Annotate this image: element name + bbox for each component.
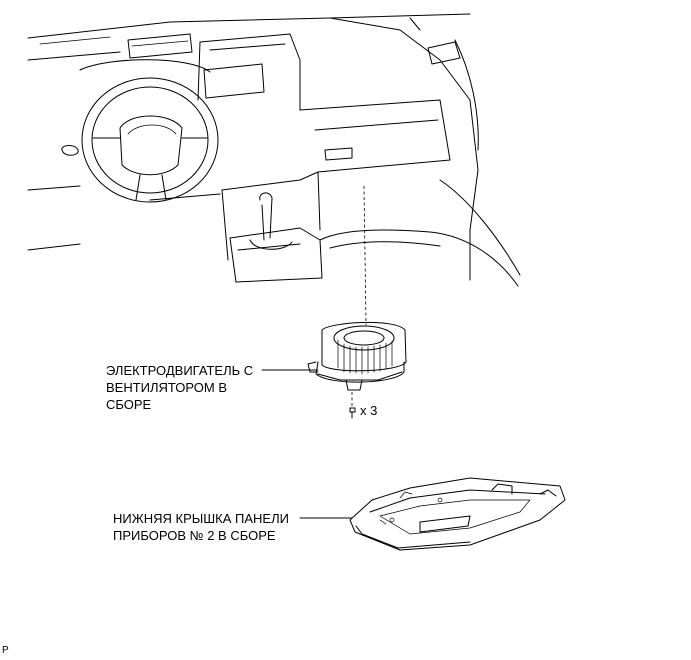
- cover-label: НИЖНЯЯ КРЫШКА ПАНЕЛИ ПРИБОРОВ № 2 В СБОР…: [113, 510, 289, 544]
- blower-label-line-1: ЭЛЕКТРОДВИГАТЕЛЬ С: [106, 363, 254, 378]
- dashboard-illustration: [27, 13, 521, 326]
- lower-cover-illustration: [299, 477, 566, 551]
- screw-count-label: x 3: [360, 403, 378, 418]
- blower-motor-illustration: [261, 322, 407, 419]
- blower-label-line-2: ВЕНТИЛЯТОРОМ В: [106, 380, 228, 395]
- blower-label-line-3: СБОРЕ: [106, 397, 152, 412]
- cover-label-line-1: НИЖНЯЯ КРЫШКА ПАНЕЛИ: [113, 511, 289, 526]
- corner-mark: P: [2, 645, 9, 656]
- cover-label-line-2: ПРИБОРОВ № 2 В СБОРЕ: [113, 528, 276, 543]
- blower-label: ЭЛЕКТРОДВИГАТЕЛЬ С ВЕНТИЛЯТОРОМ В СБОРЕ: [106, 362, 253, 413]
